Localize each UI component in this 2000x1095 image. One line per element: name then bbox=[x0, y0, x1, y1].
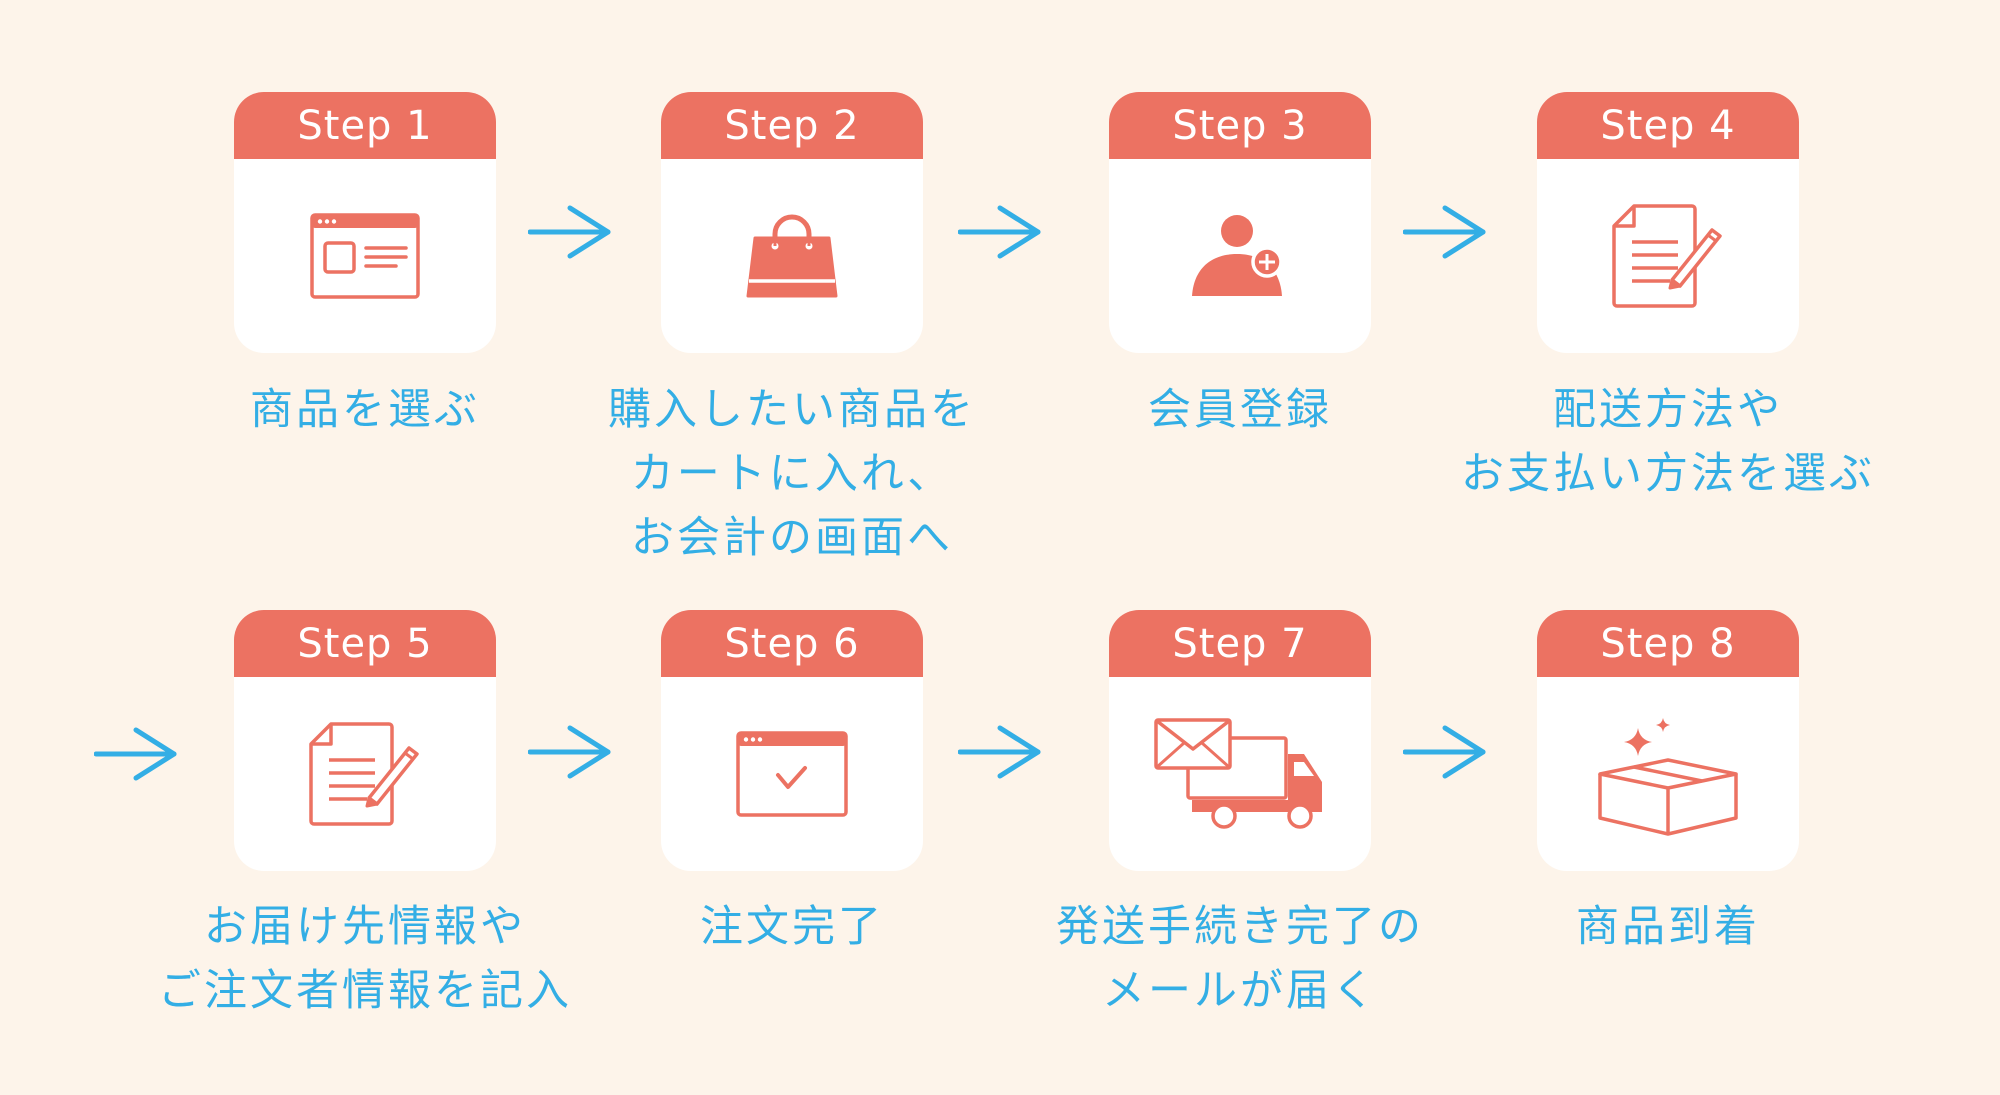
arrow-right-icon bbox=[958, 725, 1041, 779]
step-card-5: Step 5 bbox=[234, 610, 496, 871]
arrow-right-icon bbox=[528, 725, 611, 779]
step-card-6: Step 6 bbox=[661, 610, 923, 871]
step-card-4: Step 4 bbox=[1537, 92, 1799, 353]
step-header: Step 8 bbox=[1537, 610, 1799, 677]
step-label-line: カートに入れ、 bbox=[630, 449, 954, 499]
arrow-right-icon bbox=[528, 205, 611, 259]
step-label-line: 注文完了 bbox=[700, 902, 884, 952]
step-header: Step 1 bbox=[234, 92, 496, 159]
step-label-line: 商品到着 bbox=[1576, 902, 1760, 952]
step-header: Step 5 bbox=[234, 610, 496, 677]
step-label-8: 商品到着 bbox=[1408, 895, 1928, 959]
mail-truck-icon bbox=[1154, 718, 1322, 829]
step-card-8: Step 8 bbox=[1537, 610, 1799, 871]
package-sparkle-icon bbox=[1598, 718, 1738, 836]
step-label-line: お会計の画面へ bbox=[631, 513, 953, 563]
step-label-line: ご注文者情報を記入 bbox=[158, 966, 572, 1016]
step-label-6: 注文完了 bbox=[532, 895, 1052, 959]
step-label-line: 配送方法や bbox=[1553, 385, 1783, 435]
step-header: Step 7 bbox=[1109, 610, 1371, 677]
step-label-line: お届け先情報や bbox=[204, 902, 526, 952]
arrow-right-icon bbox=[958, 205, 1041, 259]
step-label-1: 商品を選ぶ bbox=[105, 378, 625, 442]
step-label-2: 購入したい商品を カートに入れ、 お会計の画面へ bbox=[532, 378, 1052, 570]
step-header: Step 6 bbox=[661, 610, 923, 677]
document-pencil-icon bbox=[309, 722, 419, 826]
browser-window-icon bbox=[310, 213, 420, 299]
step-card-7: Step 7 bbox=[1109, 610, 1371, 871]
arrow-right-icon bbox=[94, 727, 177, 781]
step-label-line: 会員登録 bbox=[1148, 385, 1332, 435]
step-label-4: 配送方法や お支払い方法を選ぶ bbox=[1408, 378, 1928, 506]
document-pencil-icon bbox=[1612, 204, 1722, 308]
step-label-5: お届け先情報や ご注文者情報を記入 bbox=[105, 895, 625, 1023]
step-label-line: メールが届く bbox=[1102, 966, 1378, 1016]
step-label-line: 購入したい商品を bbox=[608, 385, 976, 435]
step-card-1: Step 1 bbox=[234, 92, 496, 353]
step-header: Step 3 bbox=[1109, 92, 1371, 159]
step-card-3: Step 3 bbox=[1109, 92, 1371, 353]
step-label-line: お支払い方法を選ぶ bbox=[1461, 449, 1875, 499]
step-label-3: 会員登録 bbox=[980, 378, 1500, 442]
step-header: Step 4 bbox=[1537, 92, 1799, 159]
step-label-7: 発送手続き完了の メールが届く bbox=[980, 895, 1500, 1023]
step-label-line: 商品を選ぶ bbox=[250, 385, 480, 435]
step-header: Step 2 bbox=[661, 92, 923, 159]
step-card-2: Step 2 bbox=[661, 92, 923, 353]
user-add-icon bbox=[1192, 215, 1283, 296]
shopping-bag-icon bbox=[746, 214, 838, 298]
arrow-right-icon bbox=[1403, 205, 1486, 259]
arrow-right-icon bbox=[1403, 725, 1486, 779]
browser-check-icon bbox=[736, 731, 848, 817]
step-label-line: 発送手続き完了の bbox=[1056, 902, 1424, 952]
